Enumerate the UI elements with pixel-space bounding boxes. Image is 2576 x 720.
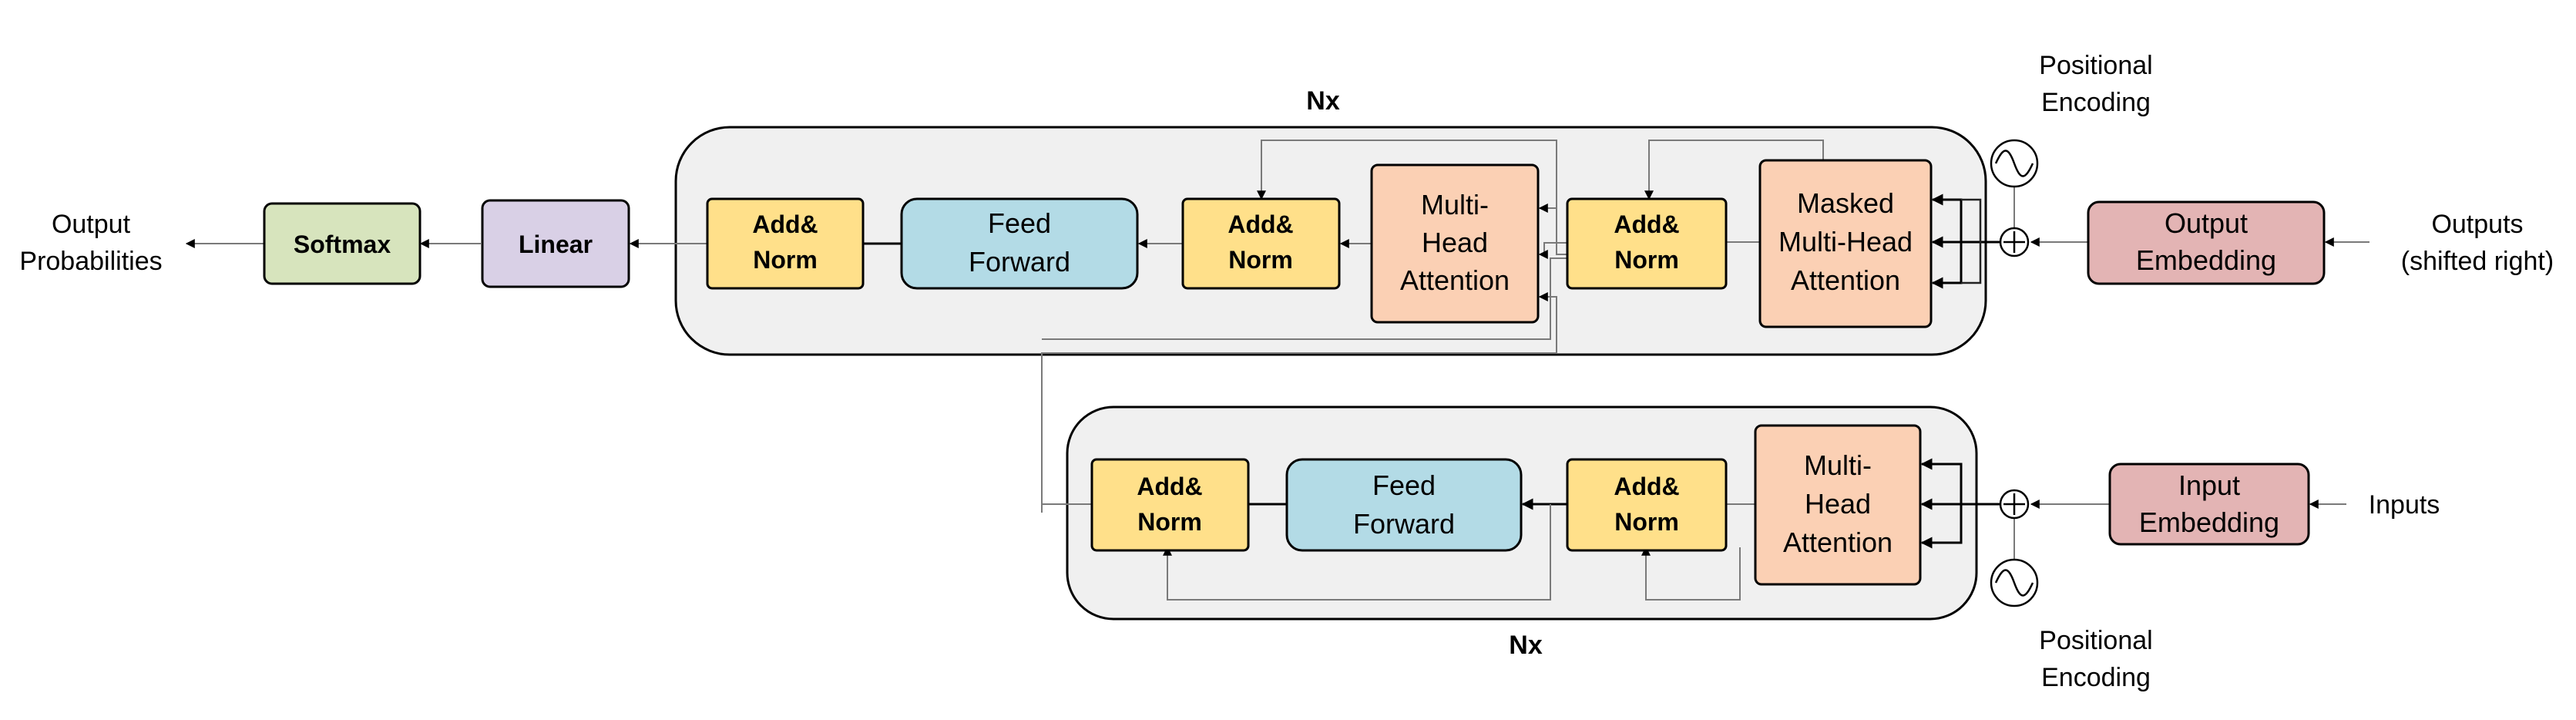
svg-text:Multi-Head: Multi-Head xyxy=(1778,226,1913,257)
inputs-label: Inputs xyxy=(2369,490,2440,520)
decoder-masked-attention-block: Masked Multi-Head Attention xyxy=(1758,159,1933,328)
svg-text:Norm: Norm xyxy=(753,246,818,274)
circle-plus-icon xyxy=(1999,227,2030,257)
output-probabilities-label: Output Probabilities xyxy=(19,210,162,276)
svg-text:Embedding: Embedding xyxy=(2139,506,2279,538)
nx-top-label: Nx xyxy=(1306,86,1340,116)
input-embedding-block: Input Embedding xyxy=(2108,463,2310,546)
positional-encoding-bottom-label: Positional Encoding xyxy=(2039,626,2152,692)
cross-attn-input-a xyxy=(1538,204,1567,255)
linear-block: Linear xyxy=(481,199,630,288)
svg-text:Add&: Add& xyxy=(1137,473,1202,500)
svg-text:Output: Output xyxy=(2165,207,2248,239)
decoder-residual-1 xyxy=(1644,140,1824,200)
sine-wave-icon xyxy=(1990,558,2039,607)
decoder-add-norm-2-block: Add& Norm xyxy=(1181,197,1341,290)
svg-text:(shifted right): (shifted right) xyxy=(2401,247,2554,276)
decoder-add-norm-3-block: Add& Norm xyxy=(706,197,865,290)
encoder-residual-1 xyxy=(1641,546,1741,601)
svg-text:Head: Head xyxy=(1422,227,1488,258)
svg-text:Head: Head xyxy=(1805,488,1871,520)
svg-text:Add&: Add& xyxy=(1614,210,1679,238)
svg-text:Forward: Forward xyxy=(1353,508,1455,540)
svg-text:Add&: Add& xyxy=(1614,473,1679,500)
svg-text:Norm: Norm xyxy=(1614,508,1679,536)
svg-text:Forward: Forward xyxy=(969,246,1070,278)
svg-text:Attention: Attention xyxy=(1791,264,1900,296)
masked-attention-input-arrows xyxy=(1931,193,2000,289)
svg-text:Masked: Masked xyxy=(1797,187,1894,219)
encoder-attention-input-arrows xyxy=(1920,458,2000,549)
svg-text:Positional: Positional xyxy=(2039,51,2152,80)
svg-text:Norm: Norm xyxy=(1614,246,1679,274)
encoder-feed-forward-block: Feed Forward xyxy=(1285,458,1523,552)
encoder-add-norm-2-block: Add& Norm xyxy=(1090,458,1250,552)
decoder-add-norm-1-block: Add& Norm xyxy=(1566,197,1728,290)
outputs-shifted-label: Outputs (shifted right) xyxy=(2401,210,2554,276)
svg-text:Encoding: Encoding xyxy=(2041,663,2151,692)
svg-text:Feed: Feed xyxy=(988,207,1051,239)
decoder-residual-2 xyxy=(1257,140,1557,208)
svg-text:Linear: Linear xyxy=(519,230,593,258)
svg-text:Probabilities: Probabilities xyxy=(19,247,162,276)
encoder-add-norm-1-block: Add& Norm xyxy=(1566,458,1728,552)
svg-text:Positional: Positional xyxy=(2039,626,2152,655)
svg-text:Embedding: Embedding xyxy=(2136,244,2276,276)
svg-text:Attention: Attention xyxy=(1783,527,1893,558)
encoder-residual-2 xyxy=(1163,504,1551,601)
svg-text:Multi-: Multi- xyxy=(1421,189,1489,220)
svg-text:Output: Output xyxy=(52,210,131,239)
svg-text:Feed: Feed xyxy=(1372,469,1436,501)
svg-text:Outputs: Outputs xyxy=(2431,210,2523,239)
positional-encoding-top-label: Positional Encoding xyxy=(2039,51,2152,117)
encoder-attention-block: Multi- Head Attention xyxy=(1754,424,1922,586)
softmax-block: Softmax xyxy=(263,202,421,285)
svg-text:Add&: Add& xyxy=(1228,210,1293,238)
svg-text:Norm: Norm xyxy=(1137,508,1202,536)
svg-text:Multi-: Multi- xyxy=(1804,449,1872,481)
svg-text:Encoding: Encoding xyxy=(2041,88,2151,117)
encoder-to-decoder-line-b xyxy=(1042,257,1567,340)
output-embedding-block: Output Embedding xyxy=(2087,200,2326,285)
svg-text:Add&: Add& xyxy=(752,210,818,238)
sine-wave-icon xyxy=(1990,139,2039,188)
svg-text:Norm: Norm xyxy=(1228,246,1293,274)
svg-text:Input: Input xyxy=(2178,469,2240,501)
svg-text:Attention: Attention xyxy=(1400,264,1510,296)
decoder-feed-forward-block: Feed Forward xyxy=(900,197,1139,290)
nx-bottom-label: Nx xyxy=(1509,631,1543,660)
svg-text:Softmax: Softmax xyxy=(294,230,391,258)
decoder-cross-attention-block: Multi- Head Attention xyxy=(1370,163,1540,324)
circle-plus-icon xyxy=(1999,489,2030,520)
